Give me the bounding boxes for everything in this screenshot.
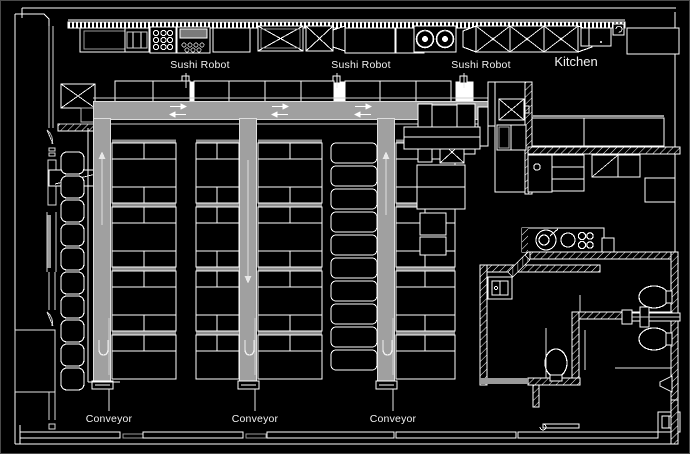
storefront-bottom bbox=[19, 423, 659, 444]
seating-block-c bbox=[257, 139, 323, 380]
label-conveyor-3: Conveyor bbox=[370, 413, 417, 425]
label-kitchen: Kitchen bbox=[554, 54, 597, 69]
side-prep-table-icon bbox=[60, 83, 96, 123]
booth-seat bbox=[60, 271, 85, 295]
small-appliance-icon bbox=[580, 23, 625, 47]
vanity-counter-icon bbox=[621, 306, 681, 328]
urinal-icon bbox=[659, 375, 673, 393]
toilet-2-icon bbox=[638, 327, 673, 351]
booth-seat bbox=[60, 319, 85, 343]
partition-hatch-left bbox=[57, 123, 97, 132]
toilet-1-icon bbox=[638, 285, 673, 309]
sink-basin-icon bbox=[487, 276, 513, 300]
booth-seat bbox=[60, 223, 85, 247]
toilet-3-icon bbox=[544, 348, 568, 382]
label-conveyor-2: Conveyor bbox=[232, 413, 279, 425]
booth-seat bbox=[60, 151, 85, 175]
label-sushi-robot-1: Sushi Robot bbox=[170, 59, 229, 71]
booth-seat bbox=[60, 247, 85, 271]
seating-block-b bbox=[195, 139, 240, 380]
booth-seat bbox=[60, 295, 85, 319]
label-conveyor-1: Conveyor bbox=[86, 413, 133, 425]
service-counter-row bbox=[114, 80, 452, 104]
seating-block-a bbox=[111, 139, 177, 380]
kitchen-work-zone bbox=[494, 81, 681, 203]
wall-booth-seats bbox=[60, 151, 85, 391]
kitchen-top-counter bbox=[67, 19, 680, 55]
booth-seat bbox=[60, 343, 85, 367]
booth-seat bbox=[60, 175, 85, 199]
far-counter-icon bbox=[626, 27, 680, 55]
booth-seat bbox=[60, 367, 85, 391]
seating-block-d bbox=[330, 142, 378, 371]
sink-x-1-icon bbox=[257, 25, 304, 52]
work-table-2-icon bbox=[344, 27, 396, 54]
kitchen-sink-icon bbox=[498, 98, 530, 121]
shelf-unit-icon bbox=[124, 27, 150, 53]
stove-burners-icon bbox=[413, 25, 457, 53]
label-leader-lines bbox=[108, 73, 465, 411]
bar-fixtures-icon bbox=[535, 228, 594, 251]
entry-door-icon bbox=[539, 423, 580, 431]
conveyor-lane-left[interactable] bbox=[91, 118, 114, 390]
fryer-unit-icon bbox=[176, 26, 211, 54]
label-sushi-robot-3: Sushi Robot bbox=[451, 59, 510, 71]
sink-x-2-icon bbox=[305, 25, 346, 52]
work-table-1-icon bbox=[212, 27, 251, 53]
kitchen-cabinet-icon bbox=[496, 124, 527, 151]
entry-vestibule bbox=[521, 227, 615, 253]
prep-x-run-icon bbox=[462, 25, 593, 53]
restroom-zone bbox=[479, 251, 681, 445]
conveyor-lane-right[interactable] bbox=[375, 118, 398, 390]
label-sushi-robot-2: Sushi Robot bbox=[331, 59, 390, 71]
booth-seat bbox=[60, 199, 85, 223]
conveyor-lane-mid[interactable] bbox=[237, 118, 260, 390]
burner-grid-icon bbox=[149, 26, 177, 54]
